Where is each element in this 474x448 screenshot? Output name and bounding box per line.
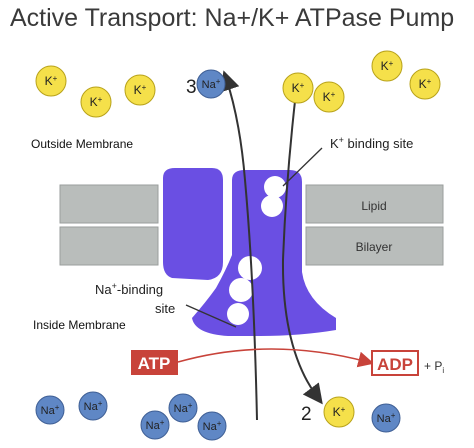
potassium-symbol: K+	[381, 59, 394, 73]
potassium-symbol: K+	[323, 90, 336, 104]
potassium-ion: K+	[282, 72, 314, 104]
sodium-symbol: Na+	[146, 418, 165, 432]
potassium-ion: K+	[80, 86, 112, 118]
sodium-ion: Na+	[35, 395, 65, 425]
membrane-block-right-top	[305, 184, 444, 224]
potassium-ion: K+	[35, 65, 67, 97]
potassium-symbol: K+	[90, 95, 103, 109]
sodium-ion: Na+	[168, 393, 198, 423]
k-entry-arrow	[281, 91, 323, 405]
adp-label: ADP	[377, 355, 413, 374]
bilayer-label: Bilayer	[356, 240, 393, 254]
sodium-ion: Na+	[140, 410, 170, 440]
potassium-symbol: K+	[333, 405, 346, 419]
sodium-ion: Na+	[197, 411, 227, 441]
inside-membrane-label: Inside Membrane	[33, 318, 126, 332]
k-binding-site	[261, 176, 286, 217]
sodium-ion: Na+	[196, 69, 226, 99]
atp-box	[131, 350, 178, 375]
adp-box	[371, 350, 419, 376]
potassium-ion: K+	[409, 68, 441, 100]
membrane-block-right-bottom	[305, 226, 444, 266]
sodium-ion: Na+	[78, 391, 108, 421]
outside-membrane-label: Outside Membrane	[31, 137, 133, 151]
potassium-symbol: K+	[292, 81, 305, 95]
atp-adp-arrow	[177, 348, 375, 368]
k-site-pointer	[282, 147, 323, 187]
k-entry-count: 2	[301, 404, 312, 425]
potassium-ion: K+	[371, 50, 403, 82]
potassium-symbol: K+	[419, 77, 432, 91]
na-binding-site-label-line2: site	[155, 301, 175, 316]
potassium-symbol: K+	[45, 74, 58, 88]
membrane-block-left-bottom	[59, 226, 159, 266]
page-title: Active Transport: Na+/K+ ATPase Pump	[10, 4, 455, 32]
phosphate-label: + Pi	[424, 359, 444, 375]
sodium-symbol: Na+	[84, 399, 103, 413]
atp-label: ATP	[138, 354, 171, 373]
na-binding-site	[227, 256, 262, 325]
sodium-ion: Na+	[371, 403, 401, 433]
na-binding-site-label: Na+-binding	[95, 281, 163, 297]
sodium-symbol: Na+	[377, 411, 396, 425]
na-exit-count: 3	[186, 77, 197, 98]
ions-layer: K+ K+ K+ K+ K+ K+ K+ K+ Na+ Na+ Na+ Na+ Na+ Na+ Na+	[35, 50, 441, 441]
sodium-symbol: Na+	[41, 403, 60, 417]
k-binding-site-label: K+ binding site	[330, 135, 413, 151]
membrane-block-left-top	[59, 184, 159, 224]
sodium-symbol: Na+	[203, 419, 222, 433]
potassium-symbol: K+	[134, 83, 147, 97]
lipid-label: Lipid	[361, 199, 386, 213]
potassium-ion: K+	[313, 81, 345, 113]
na-site-pointer	[185, 304, 237, 328]
sodium-symbol: Na+	[202, 77, 221, 91]
sodium-symbol: Na+	[174, 401, 193, 415]
potassium-ion: K+	[124, 74, 156, 106]
potassium-ion: K+	[323, 396, 355, 428]
atpase-pump	[163, 168, 336, 336]
